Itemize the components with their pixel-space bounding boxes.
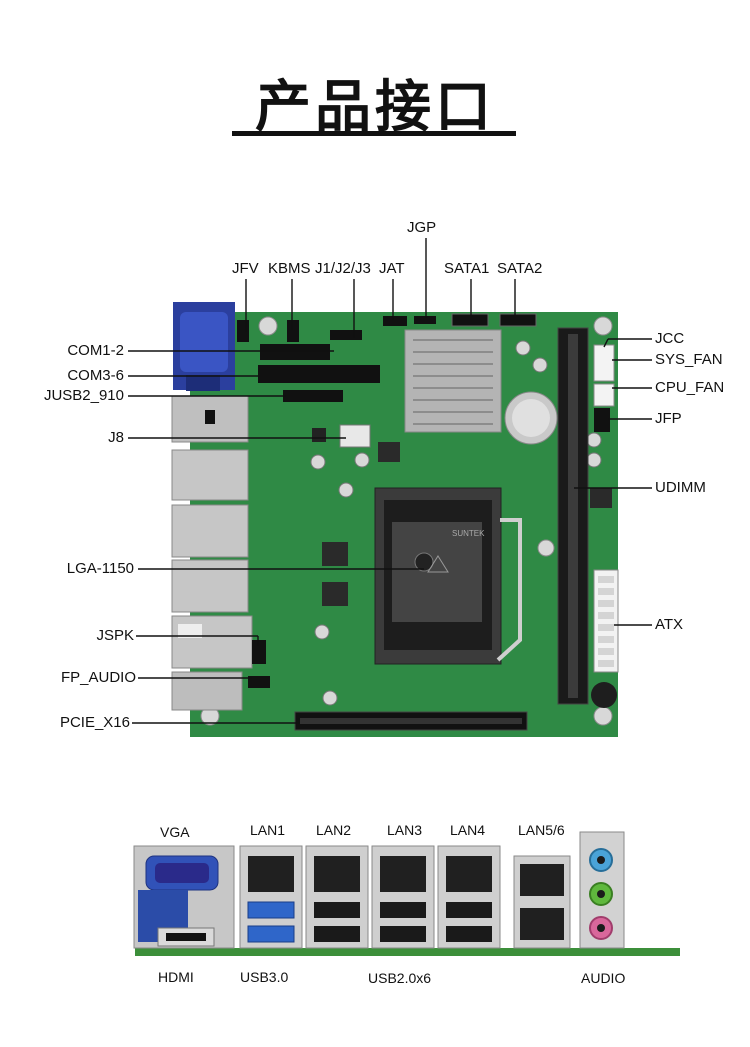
com12-header <box>260 344 330 360</box>
mount-hole <box>258 316 278 336</box>
lan2-port <box>314 856 360 892</box>
label-jat: JAT <box>379 260 405 277</box>
title-underline <box>232 131 516 136</box>
io-label-lan3: LAN3 <box>387 822 423 838</box>
chipset-heatsink <box>404 329 502 433</box>
j8-power-connector <box>339 424 371 448</box>
usb3-port <box>247 925 295 943</box>
io-stack-lan56 <box>171 615 253 669</box>
io-label-audio: AUDIO <box>581 970 626 986</box>
sys-fan-header <box>593 344 615 382</box>
mount-hole <box>593 706 613 726</box>
label-sys-fan: SYS_FAN <box>655 351 723 368</box>
label-fp-audio: FP_AUDIO <box>60 669 136 686</box>
kbms-header <box>287 320 299 342</box>
io-stack-lan <box>171 449 249 501</box>
jat-header <box>383 316 407 326</box>
io-stack-lan <box>171 559 249 613</box>
mount-hole <box>593 316 613 336</box>
io-label-lan1: LAN1 <box>250 822 286 838</box>
io-label-lan56: LAN5/6 <box>518 822 565 838</box>
io-label-lan2: LAN2 <box>316 822 352 838</box>
lan4-port <box>446 856 492 892</box>
usb2-port <box>446 902 492 918</box>
label-atx: ATX <box>655 616 684 633</box>
label-j8: J8 <box>108 429 124 446</box>
label-sata1: SATA1 <box>444 260 490 277</box>
io-label-usb30: USB3.0 <box>240 969 289 985</box>
label-jspk: JSPK <box>96 627 134 644</box>
io-label-vga: VGA <box>160 824 190 840</box>
label-udimm: UDIMM <box>655 479 706 496</box>
sata1-connector <box>451 313 489 327</box>
jfv-header <box>237 320 249 342</box>
io-label-usb20: USB2.0x6 <box>368 970 432 986</box>
mount-hole <box>537 539 555 557</box>
cpu-fan-header <box>593 383 615 407</box>
io-label-lan4: LAN4 <box>450 822 486 838</box>
label-lga1150: LGA-1150 <box>66 560 134 577</box>
usb2-port <box>314 902 360 918</box>
label-j123: J1/J2/J3 <box>315 260 371 277</box>
io-label-hdmi: HDMI <box>158 969 194 985</box>
socket-lever <box>496 518 522 662</box>
usb2-port <box>380 902 426 918</box>
jgp-header <box>414 316 436 324</box>
label-jcc: JCC <box>655 330 685 347</box>
label-jfv: JFV <box>232 260 259 277</box>
label-sata2: SATA2 <box>497 260 543 277</box>
fp-audio-header <box>248 676 270 688</box>
jfp-header <box>594 408 610 432</box>
usb2-port <box>446 926 492 942</box>
j123-header <box>330 330 362 340</box>
lan6-port <box>520 908 564 940</box>
usb2-port <box>380 926 426 942</box>
sata2-connector <box>499 313 537 327</box>
socket-text: SUNTEK <box>452 529 485 538</box>
usb2-port <box>314 926 360 942</box>
usb3-port <box>247 901 295 919</box>
rear-io-panel <box>133 831 680 956</box>
label-jusb2: JUSB2_910 <box>43 387 124 404</box>
motherboard: SUNTEK <box>171 302 619 737</box>
label-cpu-fan: CPU_FAN <box>655 379 725 396</box>
label-pcie-x16: PCIE_X16 <box>59 714 130 731</box>
io-pcb-strip <box>135 948 680 956</box>
com36-header <box>258 365 380 383</box>
atx-power-connector <box>593 569 619 673</box>
buzzer <box>591 682 617 708</box>
label-com36: COM3-6 <box>67 367 124 384</box>
callout-lines <box>128 238 652 724</box>
label-jgp: JGP <box>407 219 437 236</box>
lan3-port <box>380 856 426 892</box>
label-jfp: JFP <box>655 410 682 427</box>
jusb2-header <box>283 390 343 402</box>
lan1-port <box>248 856 294 892</box>
lan5-port <box>520 864 564 896</box>
io-stack-lan <box>171 504 249 558</box>
label-com12: COM1-2 <box>67 342 124 359</box>
jspk-header <box>252 640 266 664</box>
page-title: 产品接口 <box>255 75 495 140</box>
label-kbms: KBMS <box>268 260 311 277</box>
